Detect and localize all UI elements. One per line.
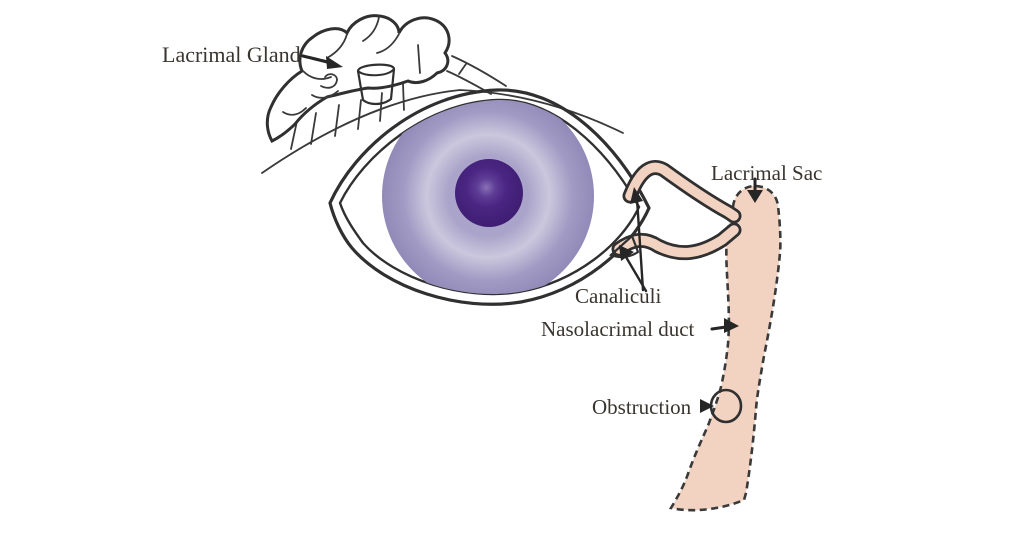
- label-lacrimal-sac: Lacrimal Sac: [711, 161, 822, 185]
- label-nasolacrimal-duct: Nasolacrimal duct: [541, 317, 695, 341]
- upper-canaliculus: [625, 162, 739, 221]
- skin-crease-lines: [446, 55, 507, 95]
- sac-arrowhead: [747, 190, 763, 203]
- gland-lobe-lines: [282, 16, 400, 116]
- canaliculi-arrow-upper: [635, 197, 645, 292]
- duct-arrow: [710, 325, 728, 331]
- eyelid-crease-line: [261, 89, 624, 174]
- gland-arrowhead: [326, 56, 343, 69]
- gland-duct-lines: [290, 44, 421, 150]
- label-lacrimal-gland: Lacrimal Gland: [162, 42, 301, 67]
- gland-duct-tube: [356, 63, 396, 106]
- obstruction-arrowhead: [700, 399, 714, 413]
- duct-arrowhead: [724, 318, 739, 333]
- gland-duct-tube-rim: [357, 68, 395, 77]
- canaliculi-arrow-lower: [624, 255, 648, 293]
- lacrimal-sac-and-duct-shape: [668, 184, 782, 512]
- canaliculi-arrowhead-upper: [630, 187, 643, 204]
- label-canaliculi: Canaliculi: [575, 284, 661, 308]
- lacrimal-gland-shape: [265, 14, 451, 143]
- annotation-arrows: [301, 54, 763, 413]
- canaliculi-arrowhead-lower: [619, 245, 634, 261]
- pupil: [455, 159, 523, 227]
- label-obstruction: Obstruction: [592, 395, 692, 419]
